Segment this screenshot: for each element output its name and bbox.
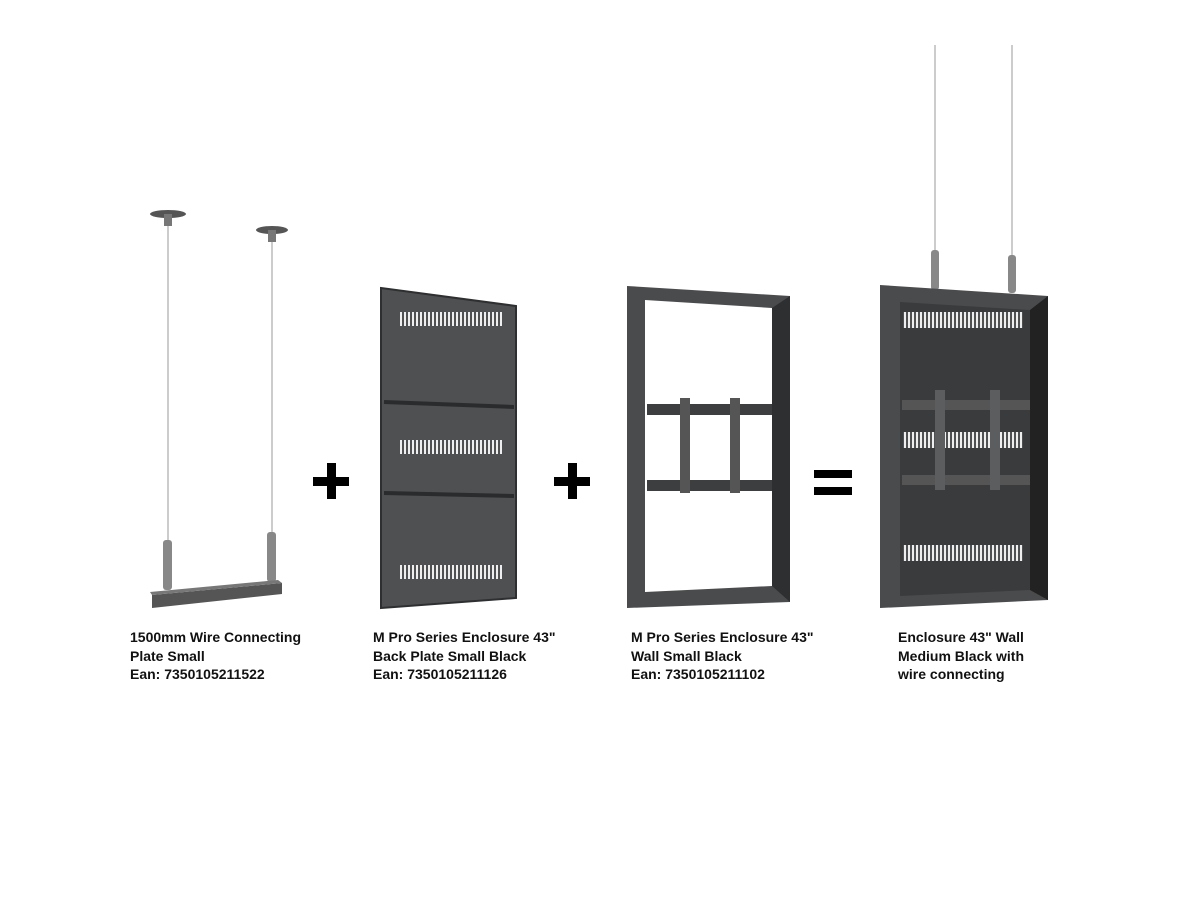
plus-sign-1	[313, 463, 349, 499]
product-title-line: Medium Black with	[898, 647, 1025, 664]
product-title-line: Back Plate Small Black	[373, 647, 527, 664]
product-title-line: Enclosure 43" Wall	[898, 629, 1024, 645]
plus-sign-2	[554, 463, 590, 499]
product-caption-wall: M Pro Series Enclosure 43" Wall Small Bl…	[631, 628, 814, 684]
product-title-line: wire connecting	[898, 666, 1005, 682]
back-plate-image	[380, 286, 517, 610]
product-title-line: M Pro Series Enclosure 43"	[373, 629, 556, 645]
product-caption-back-plate: M Pro Series Enclosure 43" Back Plate Sm…	[373, 628, 556, 684]
product-ean: Ean: 7350105211102	[631, 666, 765, 682]
product-title-line: Plate Small	[130, 647, 205, 664]
product-title-line: M Pro Series Enclosure 43"	[631, 629, 814, 645]
product-ean: Ean: 7350105211522	[130, 666, 265, 682]
combined-enclosure-image	[880, 45, 1048, 608]
product-title-line: Wall Small Black	[631, 647, 742, 664]
product-ean: Ean: 7350105211126	[373, 666, 507, 682]
equals-sign	[814, 470, 852, 495]
wall-frame-image	[627, 286, 790, 608]
product-caption-wire-plate: 1500mm Wire Connecting Plate Small Ean: …	[130, 628, 301, 684]
product-caption-combined: Enclosure 43" Wall Medium Black with wir…	[898, 628, 1024, 684]
product-title-line: 1500mm Wire Connecting	[130, 629, 302, 645]
wire-connecting-plate-image	[150, 210, 288, 608]
